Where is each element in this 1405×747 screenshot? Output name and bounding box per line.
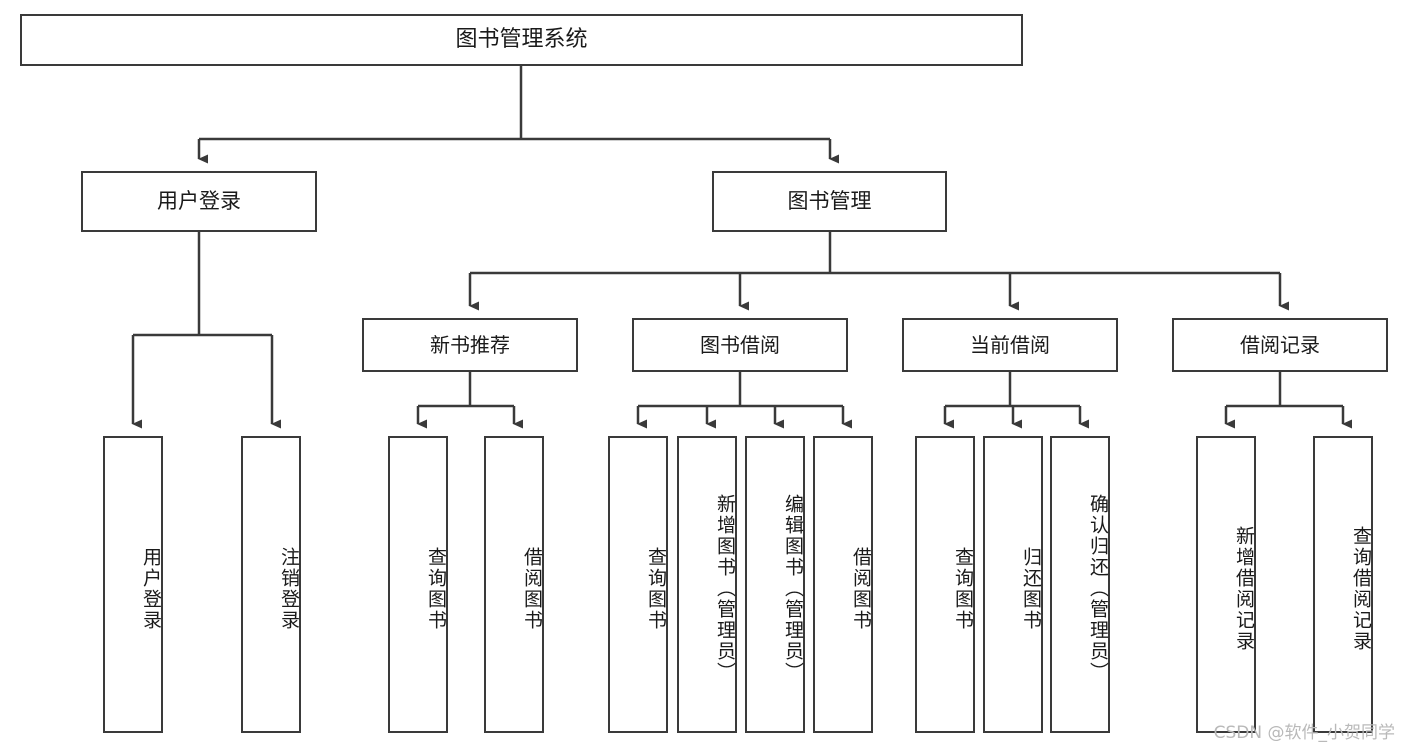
node-label: 归还图书 xyxy=(1020,546,1042,631)
node-label: 注销登录 xyxy=(278,546,300,631)
node-label: 查询图书 xyxy=(645,546,667,631)
node-label: 确认归还（管理员） xyxy=(1087,494,1109,683)
node-leaf-query-record[interactable]: 查询借阅记录 xyxy=(1313,436,1373,733)
node-root-system[interactable]: 图书管理系统 xyxy=(20,14,1023,66)
node-label: 用户登录 xyxy=(157,189,241,214)
node-label: 图书管理 xyxy=(787,189,872,214)
node-leaf-query-book-3[interactable]: 查询图书 xyxy=(915,436,975,733)
node-label: 新增图书（管理员） xyxy=(714,494,736,683)
node-label: 新增借阅记录 xyxy=(1233,525,1255,652)
node-leaf-add-record[interactable]: 新增借阅记录 xyxy=(1196,436,1256,733)
node-label: 图书借阅 xyxy=(700,332,780,357)
node-label: 借阅图书 xyxy=(850,546,872,631)
node-label: 新书推荐 xyxy=(430,332,510,357)
node-leaf-query-book-1[interactable]: 查询图书 xyxy=(388,436,448,733)
node-leaf-borrow-book-1[interactable]: 借阅图书 xyxy=(484,436,544,733)
node-label: 查询图书 xyxy=(425,546,447,631)
node-borrow-record[interactable]: 借阅记录 xyxy=(1172,318,1388,372)
node-label: 借阅记录 xyxy=(1240,332,1320,357)
node-label: 查询借阅记录 xyxy=(1350,525,1372,652)
node-label: 查询图书 xyxy=(952,546,974,631)
node-label: 当前借阅 xyxy=(970,332,1050,357)
node-user-login[interactable]: 用户登录 xyxy=(81,171,317,232)
node-new-book-recommend[interactable]: 新书推荐 xyxy=(362,318,578,372)
node-label: 用户登录 xyxy=(140,546,162,631)
node-book-borrow[interactable]: 图书借阅 xyxy=(632,318,848,372)
node-leaf-borrow-book-2[interactable]: 借阅图书 xyxy=(813,436,873,733)
node-leaf-return-book[interactable]: 归还图书 xyxy=(983,436,1043,733)
node-leaf-logout[interactable]: 注销登录 xyxy=(241,436,301,733)
node-label: 编辑图书（管理员） xyxy=(782,494,804,683)
node-book-manage[interactable]: 图书管理 xyxy=(712,171,947,232)
node-label: 借阅图书 xyxy=(521,546,543,631)
watermark-text: CSDN @软件_小贺同学 xyxy=(1213,723,1395,743)
node-current-borrow[interactable]: 当前借阅 xyxy=(902,318,1118,372)
node-leaf-add-book[interactable]: 新增图书（管理员） xyxy=(677,436,737,733)
node-leaf-edit-book[interactable]: 编辑图书（管理员） xyxy=(745,436,805,733)
node-leaf-query-book-2[interactable]: 查询图书 xyxy=(608,436,668,733)
node-leaf-confirm-return[interactable]: 确认归还（管理员） xyxy=(1050,436,1110,733)
node-leaf-user-login[interactable]: 用户登录 xyxy=(103,436,163,733)
node-label: 图书管理系统 xyxy=(455,27,588,53)
